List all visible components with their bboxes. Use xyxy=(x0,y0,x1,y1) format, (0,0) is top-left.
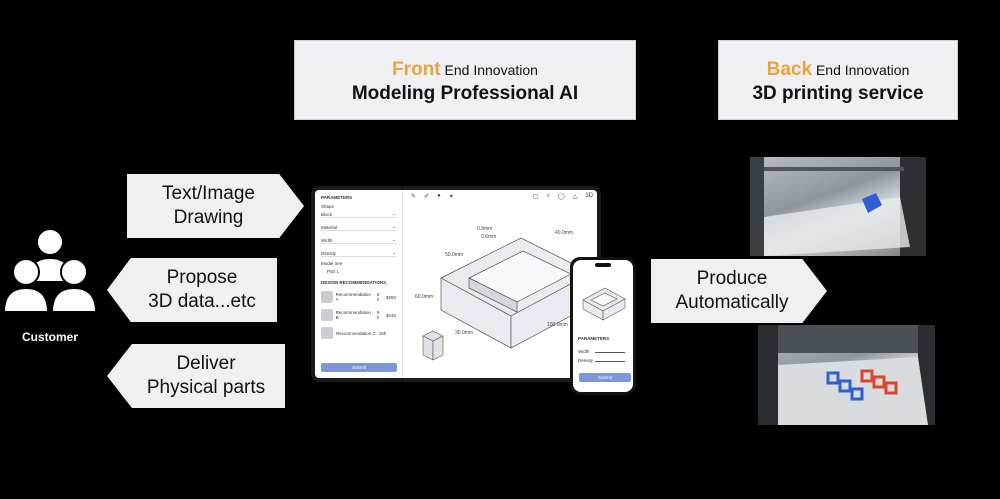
search-icon[interactable]: ⌕ xyxy=(546,193,550,199)
shape-label: Shape xyxy=(321,204,335,209)
rec-name: Recommendation C xyxy=(336,330,376,336)
propose-line-1: Propose xyxy=(166,267,238,288)
propose-line-2: 3D data...etc xyxy=(148,291,256,312)
rec-time: 9 h xyxy=(376,310,380,320)
customer-label: Customer xyxy=(21,330,78,344)
circle-icon[interactable]: ◯ xyxy=(557,194,565,200)
material-field-label: Material xyxy=(321,225,338,230)
recommendation-b[interactable]: Recommendation B 9 h $245 xyxy=(321,307,396,323)
star-icon[interactable]: ✦ xyxy=(448,194,454,200)
dim-label: 30.0mm xyxy=(455,330,473,336)
cube-icon xyxy=(321,309,333,321)
cube-icon xyxy=(321,327,333,339)
pen-icon[interactable]: ✎ xyxy=(411,194,417,200)
dot-icon[interactable]: ● xyxy=(437,193,441,199)
input-arrow: Text/Image Drawing xyxy=(127,174,304,238)
dim-label: 50.0mm xyxy=(445,252,463,258)
model-tree-label: Model tree xyxy=(321,261,343,266)
density-field-label: Density xyxy=(321,251,337,256)
chevron-down-icon: ⌄ xyxy=(392,237,396,242)
customer: Customer xyxy=(0,226,100,344)
triangle-icon[interactable]: △ xyxy=(572,194,578,200)
front-accent: Front xyxy=(392,59,441,80)
laptop-screen: PARAMETERS Shape Block ⌄ Material ⌄ Width ⌄… xyxy=(315,190,597,378)
phone-part-view xyxy=(582,287,626,321)
width-field-label: Width xyxy=(321,238,333,243)
chevron-down-icon: ⌄ xyxy=(392,250,396,255)
rec-price: $245 xyxy=(385,312,396,318)
phone-params-title: PARAMETERS xyxy=(578,336,610,341)
produce-line-1: Produce xyxy=(696,268,768,289)
chevron-down-icon: ⌄ xyxy=(392,224,396,229)
front-title: Modeling Professional AI xyxy=(351,83,579,104)
cube-icon xyxy=(321,291,333,303)
produce-arrow: Produce Automatically xyxy=(651,259,827,323)
deliver-line-2: Physical parts xyxy=(146,377,266,398)
phone-camera xyxy=(595,263,611,267)
back-suffix: End Innovation xyxy=(815,62,910,78)
customer-group-icon xyxy=(4,228,96,313)
width-field[interactable]: Width ⌄ xyxy=(321,235,396,244)
chevron-down-icon: ⌄ xyxy=(392,211,396,216)
phone-density-slider[interactable] xyxy=(595,361,625,362)
rec-name: Recommendation A xyxy=(335,292,371,302)
input-line-2: Drawing xyxy=(173,207,244,228)
printer-gantry-image xyxy=(750,157,926,256)
printer-photo-1 xyxy=(750,157,926,256)
phone-density-label: Density xyxy=(578,358,594,363)
rec-name: Recommendation B xyxy=(335,310,371,320)
dim-label: 100.0mm xyxy=(547,322,568,328)
back-accent: Back xyxy=(766,59,813,80)
dim-label: 60.0mm xyxy=(415,294,433,300)
phone-submit-button[interactable]: Submit xyxy=(579,373,631,382)
block-field[interactable]: Block ⌄ xyxy=(321,209,396,218)
view-3d-label[interactable]: 3D xyxy=(585,193,593,199)
laptop-camera-notch xyxy=(446,186,468,190)
laptop-mockup: PARAMETERS Shape Block ⌄ Material ⌄ Width ⌄… xyxy=(311,186,601,382)
back-end-heading: Back End Innovation xyxy=(719,59,957,81)
recommendation-a[interactable]: Recommendation A 8 h $250 xyxy=(321,289,396,305)
propose-arrow: Propose 3D data...etc xyxy=(107,258,277,322)
back-title: 3D printing service xyxy=(752,83,924,104)
printer-parts-image xyxy=(758,325,935,425)
phone-width-slider[interactable] xyxy=(595,352,625,353)
rec-time: 16h xyxy=(378,330,387,336)
laptop-submit-button[interactable]: Submit xyxy=(321,363,397,372)
recommendation-c[interactable]: Recommendation C 16h xyxy=(321,325,396,341)
parameters-panel: PARAMETERS Shape Block ⌄ Material ⌄ Width ⌄… xyxy=(315,190,403,378)
panel-title: PARAMETERS xyxy=(321,195,353,200)
phone-width-label: Width xyxy=(578,349,590,354)
back-end-box: Back End Innovation 3D printing service xyxy=(718,40,958,120)
material-field[interactable]: Material ⌄ xyxy=(321,222,396,231)
square-icon[interactable]: ▢ xyxy=(532,194,539,200)
front-suffix: End Innovation xyxy=(444,62,538,78)
part-model-view: 50.0mm 0.9mm 0.6mm 40.0mm 60.0mm 100.0mm… xyxy=(415,226,592,361)
dim-label: 0.9mm xyxy=(477,226,492,232)
phone-screen: PARAMETERS Width Density Submit xyxy=(573,260,633,392)
laptop-toolbar: ✎ ✐ ● ✦ ▢ ⌕ ◯ △ 3D xyxy=(411,193,593,207)
front-end-box: Front End Innovation Modeling Profession… xyxy=(294,40,636,120)
phone-mockup: PARAMETERS Width Density Submit xyxy=(570,257,636,395)
produce-line-2: Automatically xyxy=(675,292,789,313)
block-field-label: Block xyxy=(321,212,333,217)
recommendations-title: DESIGN RECOMMENDATIONS xyxy=(321,280,387,285)
printer-photo-2 xyxy=(758,325,935,425)
dim-label: 40.0mm xyxy=(555,230,573,236)
density-field[interactable]: Density ⌄ xyxy=(321,248,396,257)
deliver-line-1: Deliver xyxy=(176,353,236,374)
front-end-heading: Front End Innovation xyxy=(295,59,635,81)
rec-price: $250 xyxy=(385,294,396,300)
pencil-icon[interactable]: ✐ xyxy=(424,194,430,200)
part-item[interactable]: Part 1 xyxy=(327,269,340,274)
input-line-1: Text/Image xyxy=(162,183,255,204)
dim-label: 0.6mm xyxy=(481,234,496,240)
rec-time: 8 h xyxy=(376,292,380,302)
deliver-arrow: Deliver Physical parts xyxy=(107,344,285,408)
